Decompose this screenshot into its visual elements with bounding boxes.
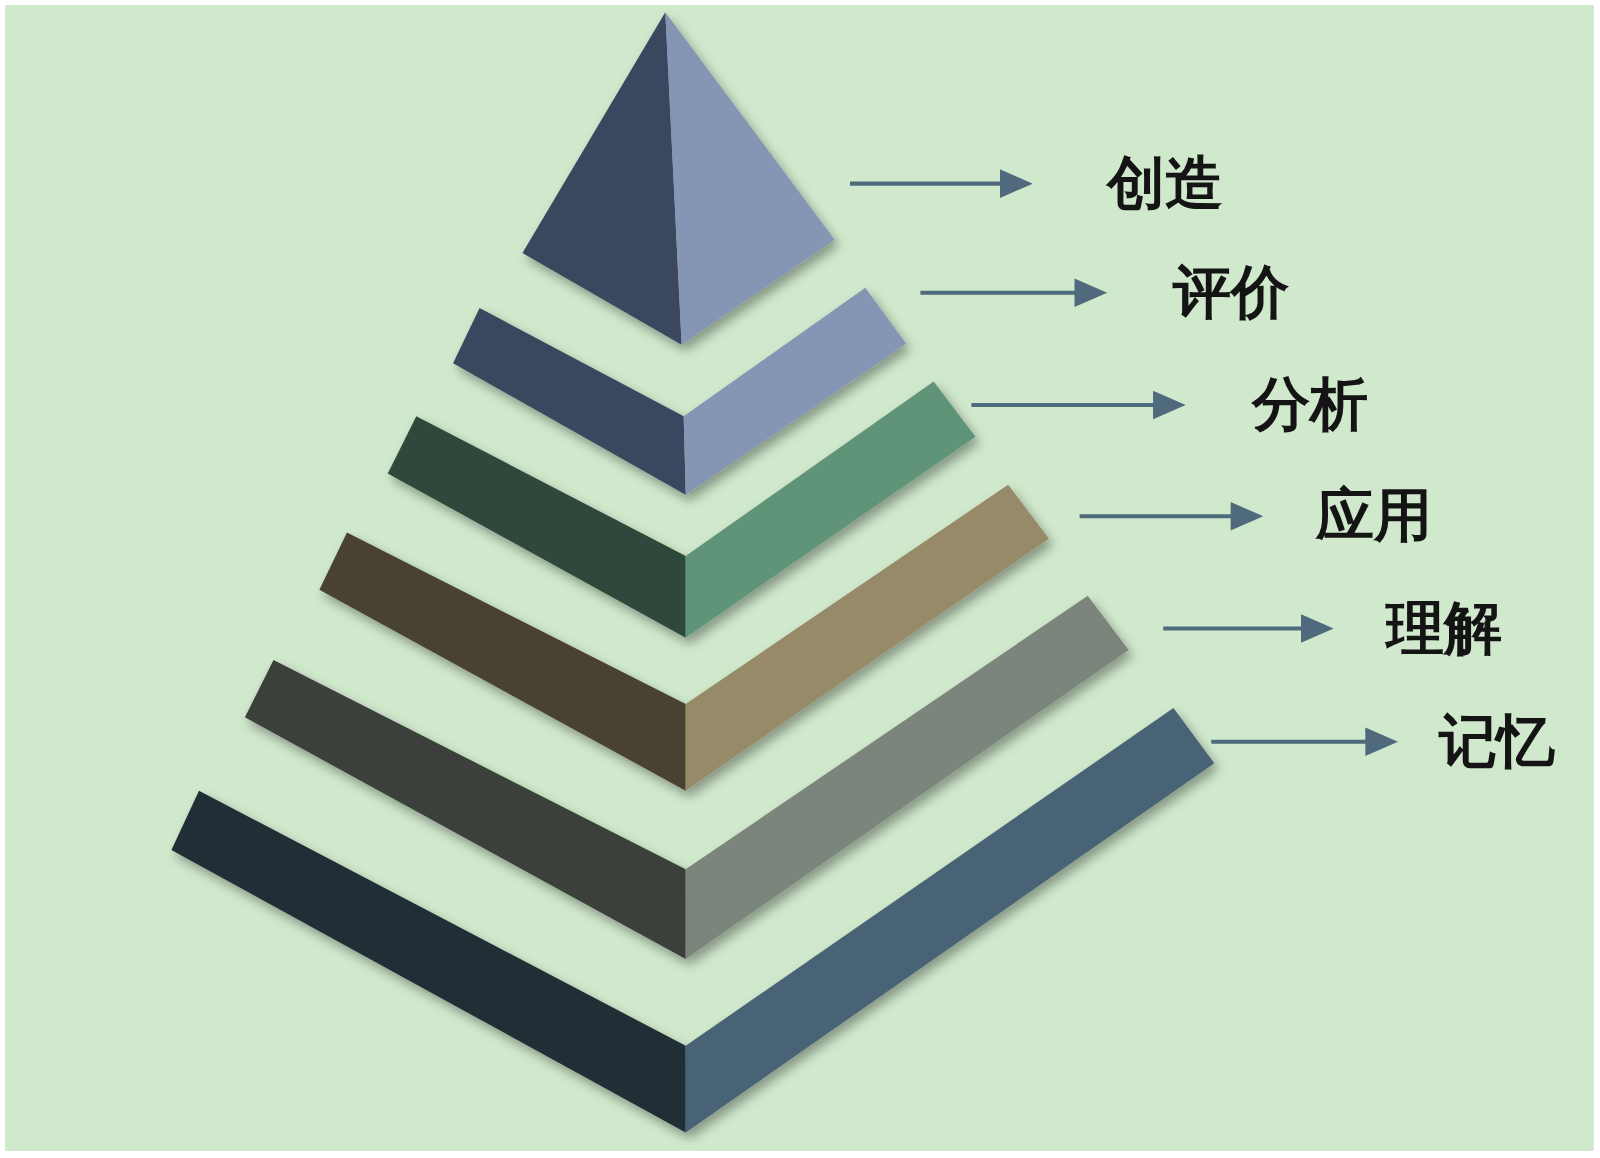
arrowhead: [1153, 391, 1186, 420]
level-label: 评价: [1173, 261, 1289, 325]
leader-line: [1080, 514, 1241, 518]
band-right: [686, 596, 1129, 959]
band-left: [453, 308, 686, 495]
apex-right: [665, 12, 834, 345]
arrowhead: [1231, 502, 1264, 531]
pyramid: [171, 12, 1214, 1132]
background: [5, 5, 1594, 1151]
leader-line: [920, 291, 1084, 295]
arrowhead: [1074, 279, 1107, 308]
leader-line: [1211, 740, 1375, 744]
arrowhead: [1365, 727, 1398, 756]
arrowhead: [1301, 614, 1334, 643]
leader-line: [850, 182, 1010, 186]
level-label: 分析: [1252, 373, 1368, 437]
level-label: 创造: [1107, 152, 1223, 216]
level-label: 应用: [1316, 484, 1432, 548]
leader-line: [1163, 626, 1311, 630]
apex-left: [522, 12, 681, 345]
level-label: 理解: [1386, 597, 1502, 661]
arrowhead: [1000, 169, 1033, 198]
level-label: 记忆: [1439, 710, 1555, 774]
leader-arrows: [850, 169, 1398, 756]
leader-line: [971, 403, 1163, 407]
